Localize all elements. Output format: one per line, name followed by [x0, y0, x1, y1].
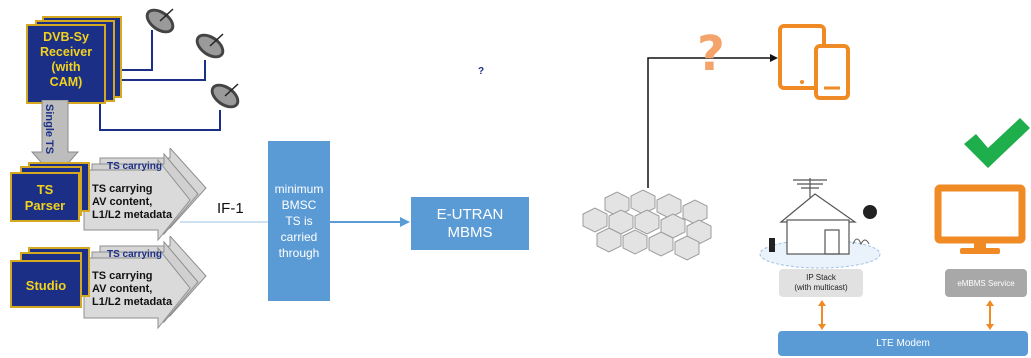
- receiver-label-line: (with: [51, 60, 81, 74]
- ip-stack-line: (with multicast): [794, 283, 848, 292]
- single-ts-label: Single TS: [43, 104, 55, 155]
- ts-parser-label-line: Parser: [24, 198, 66, 213]
- studio-box: Studio: [10, 260, 82, 308]
- receiver-label-line: DVB-Sy: [43, 30, 89, 44]
- arrow-text-line: TS carrying: [92, 183, 153, 195]
- bmsc-line: carried: [280, 230, 318, 244]
- eutran-line: E-UTRAN: [436, 205, 504, 223]
- eutran-line: MBMS: [447, 223, 493, 241]
- lte-modem-bar: LTE Modem: [778, 331, 1028, 356]
- ts-parser-box: TS Parser: [10, 172, 80, 222]
- ip-stack-line: IP Stack: [806, 273, 836, 282]
- bmsc-line: minimum: [274, 182, 324, 196]
- satellite-dish-icon: [145, 8, 175, 34]
- bmsc-line: BMSC: [281, 198, 317, 212]
- ts-parser-label-line: TS: [36, 182, 54, 197]
- receiver-label-line: CAM): [49, 75, 83, 89]
- bmsc-line: TS is: [285, 214, 313, 228]
- small-question-mark: ?: [478, 66, 485, 77]
- checkmark-icon: [964, 118, 1030, 168]
- if1-label: IF-1: [217, 200, 244, 217]
- ts-parser-arrow-stack: [83, 148, 207, 242]
- ts-parser-arrow-text: TS carrying AV content, L1/L2 metadata: [92, 183, 172, 222]
- studio-arrow-stack: [83, 236, 207, 330]
- arrow-text-line: L1/L2 metadata: [92, 209, 173, 221]
- arrow-text-line: AV content,: [92, 283, 153, 295]
- satellite-dish-icon: [210, 83, 240, 109]
- dvb-receiver-box: DVB-Sy Receiver (with CAM): [26, 24, 106, 104]
- studio-arrow-text: TS carrying AV content, L1/L2 metadata: [92, 270, 172, 309]
- bmsc-line: through: [278, 246, 320, 260]
- bmsc-box: minimum BMSC TS is carried through: [268, 141, 330, 301]
- monitor-icon: [934, 184, 1026, 254]
- receiver-label-line: Receiver: [39, 45, 93, 59]
- big-question-mark: ?: [697, 26, 725, 82]
- arrow-text-line: L1/L2 metadata: [92, 296, 173, 308]
- cell-network-icon: [582, 189, 712, 261]
- eutran-box: E-UTRAN MBMS: [411, 197, 529, 250]
- ip-stack-box: IP Stack (with multicast): [779, 269, 863, 297]
- satellite-dish-icon: [195, 33, 225, 59]
- arrow-text-line: TS carrying: [92, 270, 153, 282]
- tablet-phone-icon: [778, 24, 850, 100]
- embms-service-box: eMBMS Service: [945, 269, 1027, 297]
- house-antenna-icon: [759, 178, 881, 269]
- ts-parser-arrow-back-label: TS carrying: [107, 161, 163, 172]
- single-ts-label-wrap: Single TS: [42, 104, 68, 154]
- studio-arrow-back-label: TS carrying: [107, 249, 163, 260]
- arrow-text-line: AV content,: [92, 196, 153, 208]
